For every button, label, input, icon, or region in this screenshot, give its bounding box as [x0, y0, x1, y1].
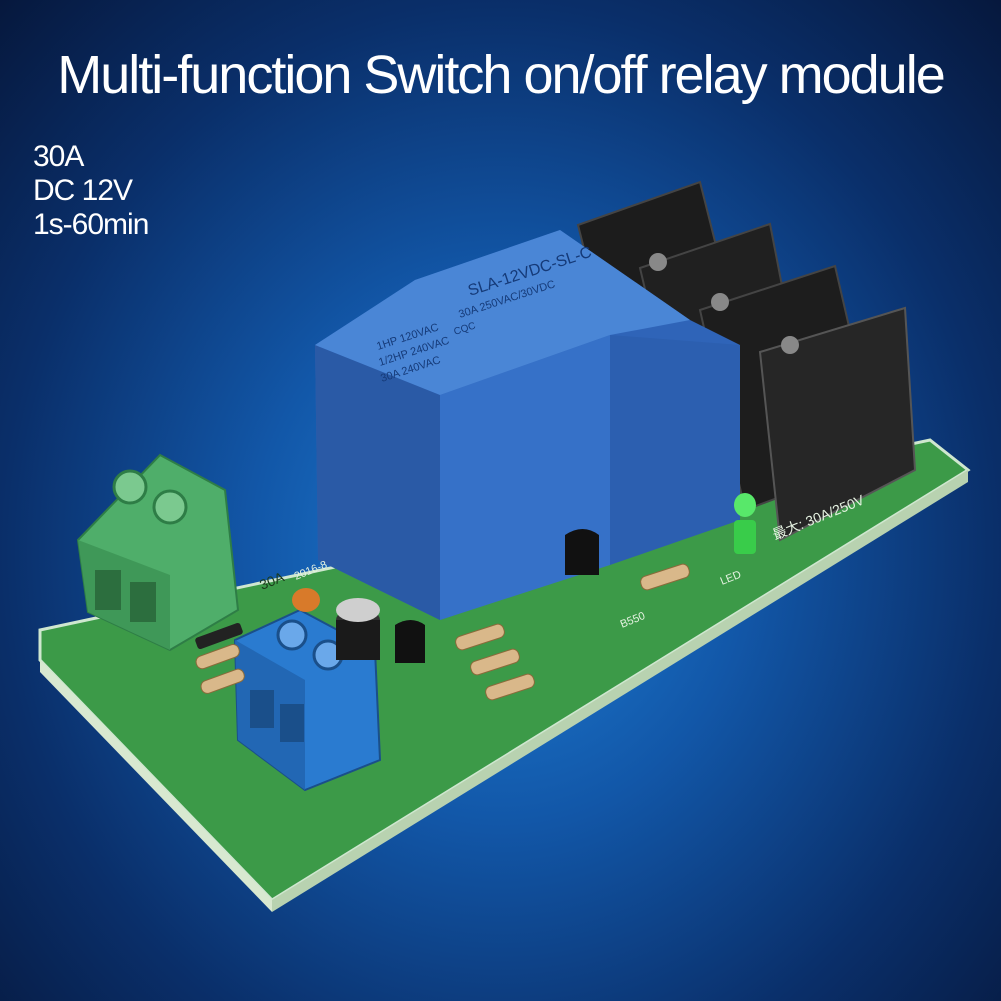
diode — [195, 622, 243, 650]
page-title: Multi-function Switch on/off relay modul… — [57, 45, 945, 105]
pcb-board-side — [272, 470, 968, 912]
transistor-q1 — [565, 529, 599, 575]
pcb-board-edge — [40, 660, 272, 912]
electrolytic-capacitor — [336, 598, 380, 660]
ceramic-capacitor — [292, 588, 320, 612]
transistor-q2 — [395, 620, 425, 663]
resistors — [195, 563, 690, 701]
spec-voltage: DC 12V — [33, 174, 133, 207]
green-led — [734, 493, 756, 554]
relay: SLA-12VDC-SL-C 30A 250VAC/30VDC 1HP 120V… — [315, 230, 740, 620]
green-terminal-block — [76, 453, 240, 652]
spec-timing: 1s-60min — [33, 208, 149, 241]
spec-current: 30A — [33, 140, 84, 173]
